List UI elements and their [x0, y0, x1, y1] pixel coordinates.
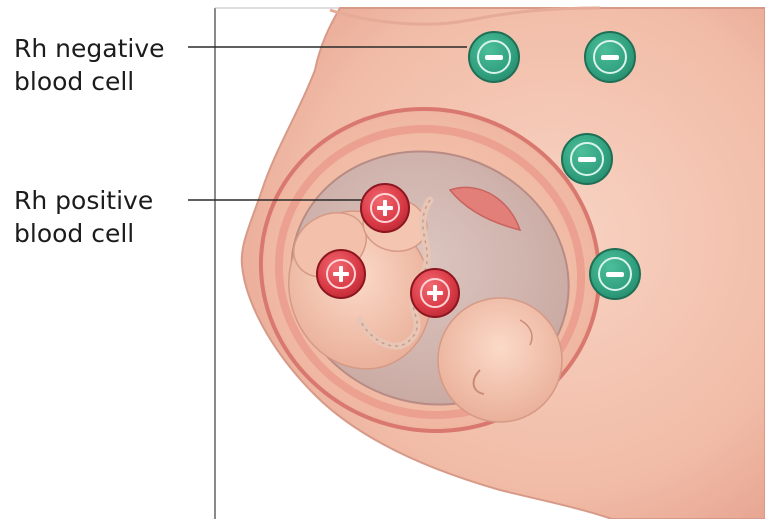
- rh-negative-cell: [589, 248, 641, 300]
- rh-positive-cell: [316, 249, 366, 299]
- baby-head: [438, 298, 562, 422]
- rh-negative-cell: [468, 31, 520, 83]
- rh-positive-label-line1: Rh positive: [14, 184, 153, 217]
- rh-positive-label-line2: blood cell: [14, 217, 153, 250]
- minus-icon: [477, 40, 511, 74]
- rh-negative-label-line1: Rh negative: [14, 32, 165, 65]
- plus-icon: [420, 278, 450, 308]
- rh-negative-cell: [584, 31, 636, 83]
- rh-negative-label-line2: blood cell: [14, 65, 165, 98]
- rh-positive-cell: [410, 268, 460, 318]
- minus-icon: [570, 142, 604, 176]
- rh-negative-cell: [561, 133, 613, 185]
- rh-positive-cell: [360, 183, 410, 233]
- rh-negative-label: Rh negative blood cell: [14, 32, 165, 98]
- minus-icon: [593, 40, 627, 74]
- minus-icon: [598, 257, 632, 291]
- plus-icon: [370, 193, 400, 223]
- plus-icon: [326, 259, 356, 289]
- rh-positive-label: Rh positive blood cell: [14, 184, 153, 250]
